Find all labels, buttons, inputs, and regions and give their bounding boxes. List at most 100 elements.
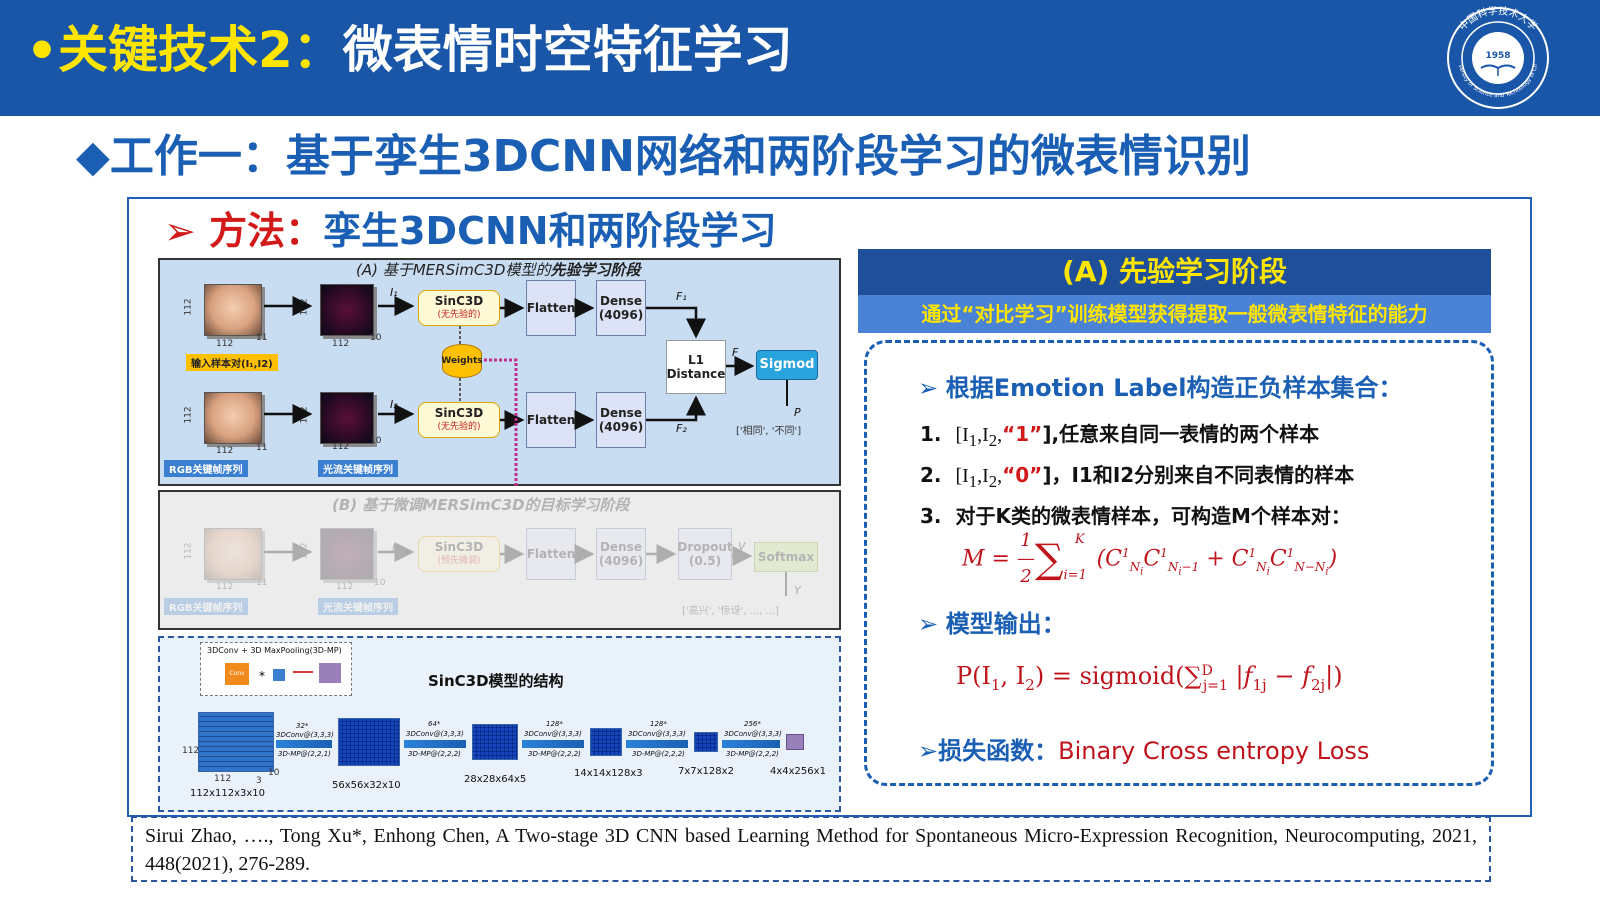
var-f2: F₂ <box>676 422 687 435</box>
reference-citation: Sirui Zhao, …., Tong Xu*, Enhong Chen, A… <box>131 816 1491 882</box>
sinc3d-block-2: SinC3D(无先验的) <box>418 402 500 438</box>
layer-arrow-2 <box>404 740 466 748</box>
panel-b-arrows <box>264 542 787 596</box>
size-label-2: 56x56x32x10 <box>332 780 401 791</box>
dim-label: 10 <box>268 768 280 778</box>
prior-stage-header: (A) 先验学习阶段 通过“对比学习”训练模型获得提取一般微表情特征的能力 <box>858 249 1491 335</box>
dim-label: 112 <box>216 446 234 456</box>
dense-block-b: Dense(4096) <box>596 528 646 580</box>
op-conv-3: 3DConv@(3,3,3) <box>524 730 582 738</box>
header-band <box>0 0 1600 116</box>
legend-kernel-cube <box>273 669 285 681</box>
output-classes-label: ['相同', '不同'] <box>736 426 802 437</box>
section-loss-function: ➢损失函数：Binary Cross entropy Loss <box>918 737 1370 765</box>
feature-cube-4 <box>590 728 622 756</box>
dim-label: 10 <box>370 333 382 343</box>
rgb-face-thumbnail-2 <box>204 392 262 444</box>
var-i1: I₁ <box>390 286 398 299</box>
op-pool-1: 3D-MP@(2,2,1) <box>278 750 331 758</box>
flow-sequence-tag: 光流关键帧序列 <box>318 460 398 477</box>
legend-text: 3DConv + 3D MaxPooling(3D-MP) <box>207 646 342 655</box>
op-channels-5: 256* <box>744 720 761 728</box>
legend-arrow <box>293 671 313 673</box>
dense-block-1: Dense(4096) <box>596 280 646 336</box>
input-pair-tag: 输入样本对(I₁,I2) <box>186 354 278 371</box>
work-subtitle: ◆工作一：基于孪生3DCNN网络和两阶段学习的微表情识别 <box>76 131 1251 182</box>
dropout-block-b: Dropout(0.5) <box>677 528 733 580</box>
prior-stage-title: (A) 先验学习阶段 <box>858 249 1491 295</box>
sigmoid-block: Sigmod <box>756 350 818 380</box>
var-i2: I₂ <box>390 398 398 411</box>
panel-b-flow-tag: 光流关键帧序列 <box>318 598 398 615</box>
op-channels-1: 32* <box>296 722 309 730</box>
var-y: Y <box>794 584 801 597</box>
list-item-negative: 2. [I1,I2,“0”]，I1和I2分别来自不同表情的样本 <box>920 463 1355 491</box>
chevron-icon: ➢ <box>918 374 939 402</box>
multiply-icon: * <box>259 669 265 683</box>
list-item-positive: 1. [I1,I2,“1”],任意来自同一表情的两个样本 <box>920 422 1320 450</box>
dim-label: 11 <box>256 443 268 453</box>
layer-arrow-5 <box>722 740 780 748</box>
dim-label: 11 <box>256 578 268 588</box>
dim-label: 112 <box>216 339 234 349</box>
softmax-block: Softmax <box>754 542 818 572</box>
method-heading: ➢ 方法：孪生3DCNN和两阶段学习 <box>164 207 777 255</box>
op-conv-4: 3DConv@(3,3,3) <box>628 730 686 738</box>
var-p: P <box>794 406 801 419</box>
layer-arrow-3 <box>522 740 584 748</box>
section-model-output: ➢ 模型输出： <box>918 610 1066 638</box>
size-label-5: 7x7x128x2 <box>678 766 734 777</box>
panel-a-title: (A) 基于MERSimC3D模型的先验学习阶段 <box>356 261 641 279</box>
layer-arrow-4 <box>626 740 688 748</box>
op-pool-3: 3D-MP@(2,2,2) <box>528 750 581 758</box>
prior-stage-details-box <box>864 340 1494 786</box>
feature-cube-5 <box>694 732 718 752</box>
flatten-block-1: Flatten <box>526 280 576 336</box>
sinc3d-block-1: SinC3D(无先验的) <box>418 290 500 326</box>
op-conv-1: 3DConv@(3,3,3) <box>276 731 334 739</box>
feature-cube-6 <box>786 734 804 750</box>
panel-b-content: (B) 基于微调MERSimC3D的目标学习阶段 112 112 11 112 … <box>160 492 843 632</box>
panel-b-rgb-tag: RGB关键帧序列 <box>164 598 248 615</box>
shared-weights-cylinder: Weights <box>441 344 483 378</box>
op-pool-5: 3D-MP@(2,2,2) <box>726 750 779 758</box>
prior-stage-subtitle: 通过“对比学习”训练模型获得提取一般微表情特征的能力 <box>858 295 1491 333</box>
rgb-face-thumbnail-b <box>204 528 262 580</box>
optical-flow-thumbnail-b <box>320 528 374 580</box>
op-channels-4: 128* <box>650 720 667 728</box>
dim-label: 112 <box>214 774 232 784</box>
dim-label: 11 <box>256 333 268 343</box>
dim-label: 112 <box>336 582 354 592</box>
flatten-block-b: Flatten <box>526 528 576 580</box>
method-label: 方法： <box>209 209 324 253</box>
dim-label: 10 <box>374 578 386 588</box>
op-channels-2: 64* <box>428 720 441 728</box>
chevron-icon: ➢ <box>918 610 939 638</box>
op-conv-2: 3DConv@(3,3,3) <box>406 730 464 738</box>
dim-label: 3 <box>256 776 262 786</box>
dim-label: 112 <box>182 746 200 756</box>
panel-sinc3d-structure: 3DConv + 3D MaxPooling(3D-MP) Conv * Sin… <box>158 636 841 812</box>
university-logo-icon: 中国科学技术大学 University of Science and Techn… <box>1437 6 1549 109</box>
panel-prior-learning: (A) 基于MERSimC3D模型的先验学习阶段 112 112 11 112 … <box>158 258 841 488</box>
op-conv-5: 3DConv@(3,3,3) <box>724 730 782 738</box>
dim-label: 112 <box>216 582 234 592</box>
dim-label: 112 <box>332 339 350 349</box>
var-f1: F₁ <box>676 290 687 303</box>
legend-output-cube <box>319 663 341 683</box>
dim-label: 10 <box>370 436 382 446</box>
optical-flow-thumbnail-1 <box>320 284 374 336</box>
pair-count-formula: M = 1—2∑i=1K(C1NiC1Ni−1 + C1NiC1N−Ni) <box>962 530 1338 588</box>
section-sample-construction: ➢ 根据Emotion Label构造正负样本集合： <box>918 374 1403 402</box>
structure-title: SinC3D模型的结构 <box>428 672 564 690</box>
chevron-icon: ➢ <box>918 737 939 765</box>
slide-title-topic: 微表情时空特征学习 <box>342 21 793 79</box>
panel-b-output-classes: ['高兴', '惊讶', ..., ...] <box>682 606 779 617</box>
method-marker-icon: ➢ <box>164 209 196 253</box>
var-i: I <box>392 542 396 555</box>
feature-cube-3 <box>472 724 518 760</box>
rgb-face-thumbnail-1 <box>204 284 262 336</box>
dim-label: 112 <box>332 442 350 452</box>
list-item-pair-count: 3. 对于K类的微表情样本，可构造M个样本对： <box>920 504 1351 528</box>
